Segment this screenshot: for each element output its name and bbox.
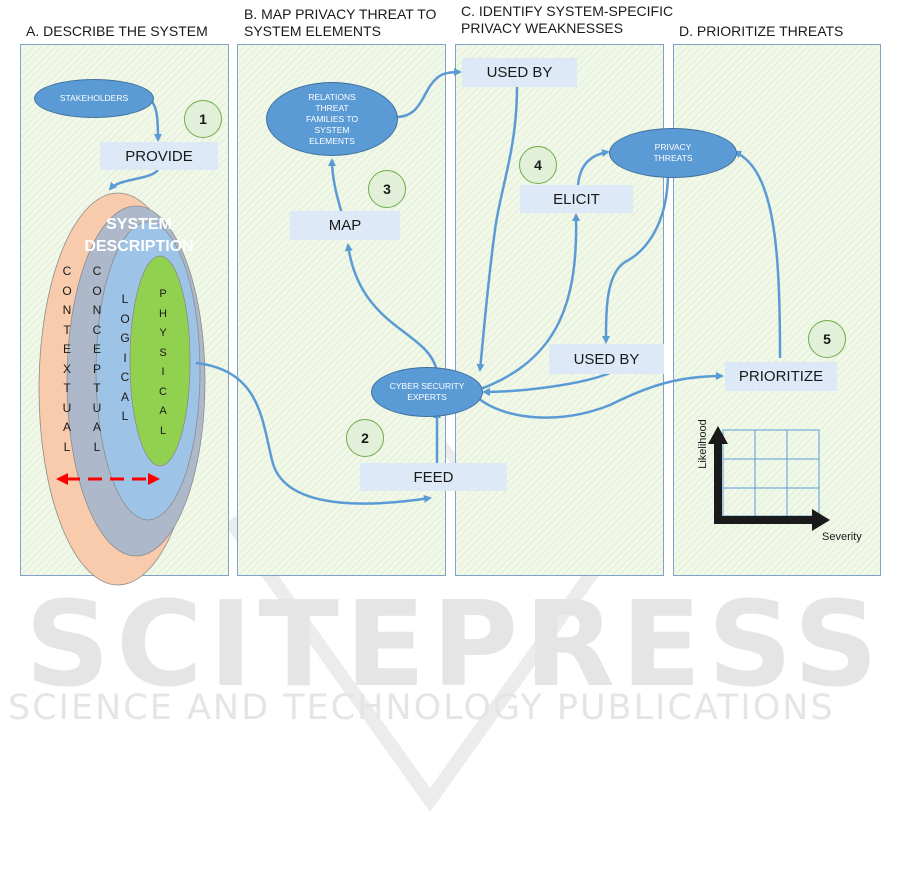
label-physical: P H Y S I C A L: [159, 288, 167, 437]
watermark-title: SCITEPRESS: [25, 575, 885, 713]
prioritize-box: PRIORITIZE: [725, 362, 837, 391]
heading-d: D. PRIORITIZE THREATS: [679, 23, 844, 39]
used-by-top-box: USED BY: [462, 58, 577, 87]
provide-box: PROVIDE: [100, 142, 218, 170]
step-1-circle: 1: [184, 100, 222, 138]
likelihood-label: Likelihood: [697, 419, 709, 469]
map-box: MAP: [290, 211, 400, 240]
label-logical: L O G I C A L: [120, 292, 130, 423]
label-conceptual: C O N C E P T U A L: [92, 264, 102, 454]
step-5-circle: 5: [808, 320, 846, 358]
likelihood-axis: [708, 426, 728, 524]
watermark-subtitle: SCIENCE AND TECHNOLOGY PUBLICATIONS: [8, 688, 835, 728]
label-contextual: C O N T E X T U A L: [62, 264, 72, 454]
feed-box: FEED: [360, 463, 507, 491]
stakeholders-oval: STAKEHOLDERS: [34, 79, 154, 118]
step-4-circle: 4: [519, 146, 557, 184]
privacy-threats-oval: PRIVACY THREATS: [609, 128, 737, 178]
severity-axis: [714, 509, 830, 531]
heading-a: A. DESCRIBE THE SYSTEM: [26, 23, 208, 39]
severity-label: Severity: [822, 531, 862, 543]
step-3-circle: 3: [368, 170, 406, 208]
cyber-security-experts-oval: CYBER SECURITY EXPERTS: [371, 367, 483, 417]
used-by-bottom-box: USED BY: [549, 344, 664, 374]
relations-oval: RELATIONS THREAT FAMILIES TO SYSTEM ELEM…: [266, 82, 398, 156]
elicit-box: ELICIT: [520, 185, 633, 213]
step-2-circle: 2: [346, 419, 384, 457]
